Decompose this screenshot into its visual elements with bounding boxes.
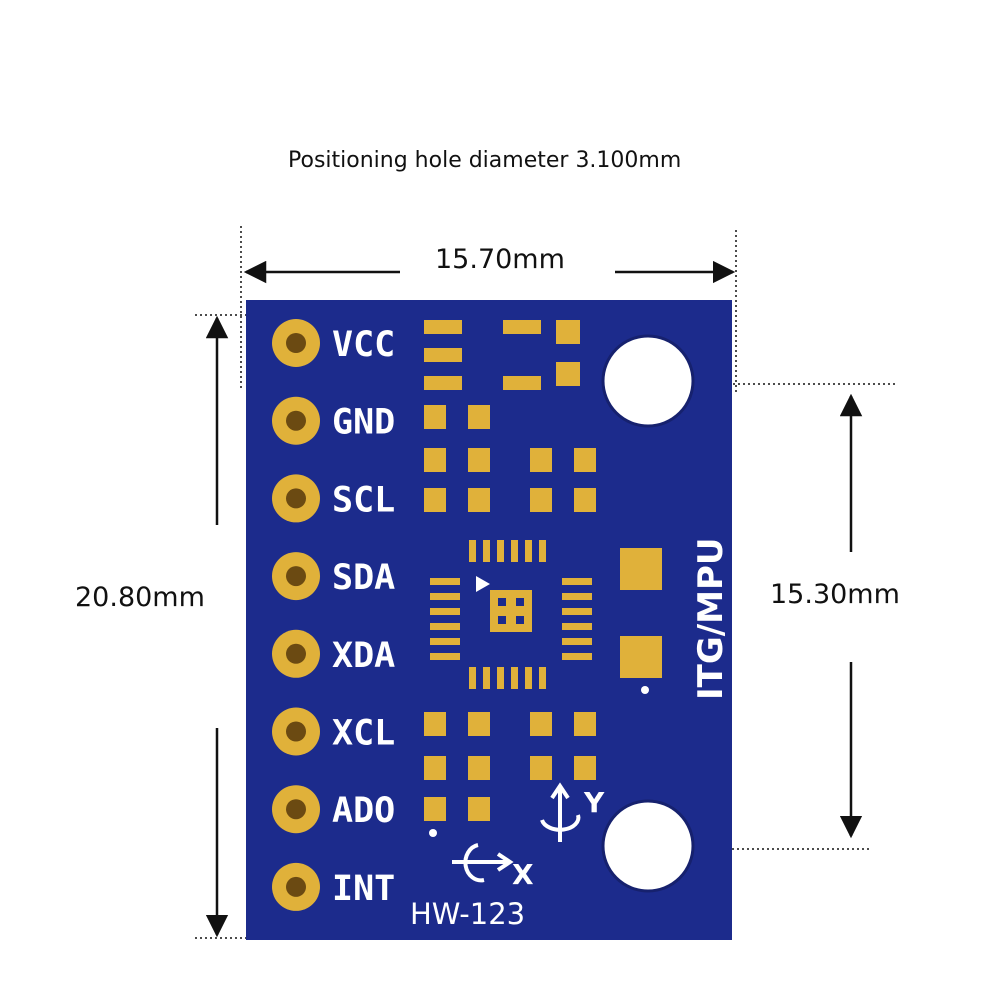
pin-label-gnd: GND bbox=[332, 403, 395, 443]
ic-pin bbox=[562, 638, 592, 645]
smd-pad bbox=[424, 405, 446, 429]
pin-hole-icon bbox=[286, 643, 306, 664]
smd-pad bbox=[424, 348, 462, 362]
pin-hole-icon bbox=[286, 799, 306, 820]
smd-pad bbox=[424, 797, 446, 821]
ic-pin bbox=[497, 540, 504, 562]
mounting-hole-bottom bbox=[601, 799, 695, 893]
height-dimension-label: 20.80mm bbox=[75, 582, 205, 613]
ic-center-pad bbox=[490, 590, 532, 632]
smd-pad bbox=[424, 712, 446, 736]
chip-label-text: ITG/MPU bbox=[691, 537, 731, 700]
smd-pad bbox=[530, 448, 552, 472]
pin-label-scl: SCL bbox=[332, 480, 395, 520]
smd-pad bbox=[503, 320, 541, 334]
smd-pad bbox=[468, 756, 490, 780]
smd-pad bbox=[424, 756, 446, 780]
header-pins: VCC GND SCL SDA XDA XCL ADO INT bbox=[272, 319, 395, 911]
x-axis-arrow-icon bbox=[452, 843, 514, 883]
ic-chip bbox=[476, 576, 532, 632]
pin-hole-icon bbox=[286, 488, 306, 509]
width-dimension-label: 15.70mm bbox=[435, 244, 565, 275]
smd-pad bbox=[468, 448, 490, 472]
ic-pin bbox=[539, 540, 546, 562]
smd-pad bbox=[556, 362, 580, 386]
pin-label-int: INT bbox=[332, 869, 395, 909]
ic-pin bbox=[430, 623, 460, 630]
smd-pad bbox=[530, 756, 552, 780]
smd-pads bbox=[424, 320, 662, 821]
pin-hole-icon bbox=[286, 410, 306, 431]
pin-label-ado: ADO bbox=[332, 791, 395, 831]
ic-pin bbox=[562, 608, 592, 615]
smd-pad bbox=[468, 405, 490, 429]
dimension-lines bbox=[195, 226, 895, 939]
smd-pad bbox=[556, 320, 580, 344]
smd-pad bbox=[574, 756, 596, 780]
smd-pad bbox=[620, 636, 662, 678]
smd-pad bbox=[424, 376, 462, 390]
ic-pin bbox=[430, 638, 460, 645]
ic-pin bbox=[430, 653, 460, 660]
ic-pin bbox=[483, 667, 490, 689]
pin-hole-icon bbox=[286, 721, 306, 742]
ic-pin bbox=[469, 667, 476, 689]
ic-pin bbox=[562, 623, 592, 630]
ic-pin bbox=[511, 540, 518, 562]
ic-pin bbox=[525, 667, 532, 689]
y-axis-arrow-icon bbox=[540, 782, 581, 842]
ic-pin bbox=[539, 667, 546, 689]
ic-pin bbox=[483, 540, 490, 562]
axis-y-label: Y bbox=[583, 786, 605, 819]
ic-pin bbox=[469, 540, 476, 562]
pin-label-xcl: XCL bbox=[332, 714, 395, 754]
smd-pad bbox=[424, 320, 462, 334]
pin1-dot-icon bbox=[641, 686, 649, 694]
ic-pin bbox=[497, 667, 504, 689]
mounting-hole-top bbox=[601, 334, 695, 428]
ic-pin bbox=[562, 593, 592, 600]
smd-pad bbox=[530, 488, 552, 512]
smd-pad bbox=[530, 712, 552, 736]
ic-pin bbox=[525, 540, 532, 562]
smd-pad bbox=[468, 712, 490, 736]
pin-label-xda: XDA bbox=[332, 636, 395, 676]
smd-pad bbox=[468, 488, 490, 512]
axis-x-label: X bbox=[512, 858, 534, 891]
smd-pad bbox=[574, 712, 596, 736]
ic-pin bbox=[511, 667, 518, 689]
pin-hole-icon bbox=[286, 876, 306, 897]
ic-pin bbox=[430, 593, 460, 600]
hole-diameter-caption: Positioning hole diameter 3.100mm bbox=[288, 148, 682, 173]
smd-pad bbox=[574, 488, 596, 512]
ic-pin bbox=[562, 653, 592, 660]
ic-pin bbox=[430, 608, 460, 615]
smd-pad bbox=[424, 488, 446, 512]
pin-hole-icon bbox=[286, 333, 306, 353]
pin-label-sda: SDA bbox=[332, 558, 395, 598]
ic-pin bbox=[430, 578, 460, 585]
smd-pad bbox=[424, 448, 446, 472]
pin-hole-icon bbox=[286, 566, 306, 587]
orientation-dot-icon bbox=[429, 829, 437, 837]
hole-spacing-dimension-label: 15.30mm bbox=[770, 579, 900, 610]
model-label: HW-123 bbox=[410, 897, 525, 931]
smd-pad bbox=[620, 548, 662, 590]
pin-label-vcc: VCC bbox=[332, 325, 395, 365]
ic-pin bbox=[562, 578, 592, 585]
smd-pad bbox=[468, 797, 490, 821]
smd-pad bbox=[503, 376, 541, 390]
smd-pad bbox=[574, 448, 596, 472]
